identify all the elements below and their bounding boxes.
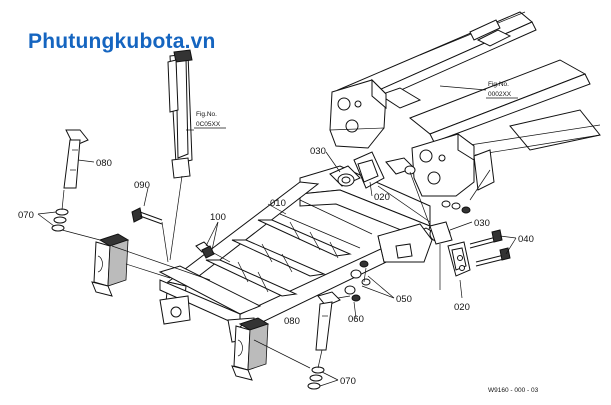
label-090: 090 — [134, 180, 150, 191]
upper-left-bracket — [329, 78, 387, 149]
label-070-lower: 070 — [340, 376, 356, 387]
fig-ref-0c05xx: Fig.No. 0C05XX — [194, 111, 226, 129]
fig-ref-line1: Fig.No. — [488, 81, 509, 88]
upper-bushing-group — [329, 151, 385, 189]
fig-ref-0002xx: Fig.No. 0002XX — [486, 81, 518, 99]
fig-ref-line2: 0C05XX — [196, 121, 221, 128]
fig-ref-line2: 0002XX — [488, 91, 512, 98]
assembly-lines — [61, 169, 491, 369]
washers-070-upper — [51, 208, 69, 232]
label-010: 010 — [270, 198, 286, 209]
fig-ref-line1: Fig.No. — [196, 111, 217, 118]
right-foot-pad — [231, 317, 270, 381]
label-030-lower: 030 — [474, 218, 490, 229]
lower-bushing-group — [429, 221, 471, 277]
washers-070-lower — [307, 366, 325, 390]
bracket-pin — [385, 157, 416, 175]
label-080-upper: 080 — [96, 158, 112, 169]
label-040: 040 — [518, 234, 534, 245]
nuts-100 — [195, 241, 215, 259]
main-frame — [158, 165, 442, 343]
drawing-code: W9160 - 000 - 03 — [488, 387, 539, 394]
nuts-050-060 — [344, 260, 371, 302]
label-070-upper: 070 — [18, 210, 34, 221]
bracket-washers — [441, 200, 471, 214]
part-labels: 080 070 090 100 010 030 020 030 040 020 … — [18, 146, 534, 387]
label-020-upper: 020 — [374, 192, 390, 203]
upper-frame-rails — [337, 11, 601, 156]
label-100: 100 — [210, 212, 226, 223]
hydraulic-cylinder — [167, 49, 193, 179]
label-020-lower: 020 — [454, 302, 470, 313]
label-050: 050 — [396, 294, 412, 305]
upper-right-bracket — [411, 133, 495, 197]
bolt-090 — [131, 207, 163, 225]
link-080-upper — [63, 129, 89, 189]
bolts-040 — [469, 229, 511, 267]
label-030-upper: 030 — [310, 146, 326, 157]
left-foot-pad — [91, 233, 130, 297]
watermark-logo: Phutungkubota.vn — [28, 30, 216, 53]
link-080-lower — [315, 291, 341, 351]
label-080-lower: 080 — [284, 316, 300, 327]
label-leaders — [37, 85, 517, 387]
label-060: 060 — [348, 314, 364, 325]
